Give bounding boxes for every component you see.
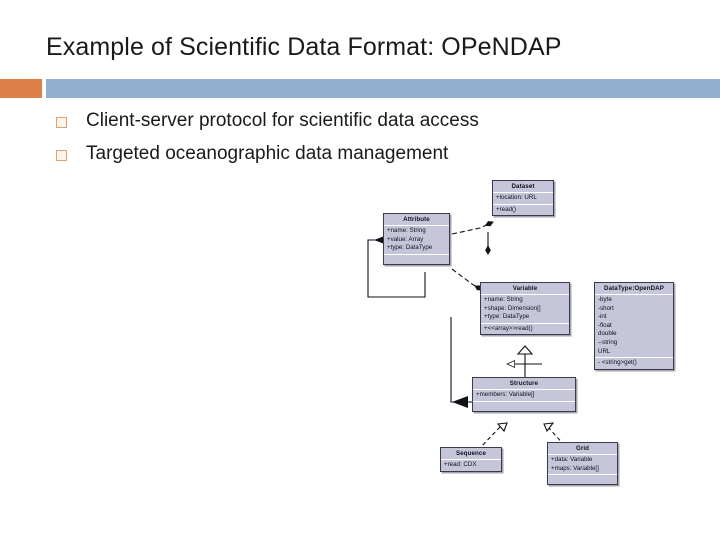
- uml-class-diagram: Dataset +location: URL +read() Attribute…: [360, 172, 700, 502]
- uml-attribute: -byte: [598, 296, 612, 303]
- uml-attributes: +members: Variable[]: [473, 390, 575, 402]
- uml-attribute: +data: Variable: [551, 456, 593, 463]
- square-bullet-icon: [56, 150, 67, 161]
- uml-methods: [548, 475, 617, 484]
- uml-attribute: +type: DataType: [484, 313, 530, 321]
- page-title: Example of Scientific Data Format: OPeND…: [46, 33, 562, 61]
- uml-class-name: DataType:OpenDAP: [595, 283, 673, 295]
- uml-method: [476, 403, 572, 410]
- accent-bar-blue: [46, 79, 720, 98]
- uml-class-name: Variable: [481, 283, 569, 295]
- list-item: Client-server protocol for scientific da…: [56, 108, 676, 141]
- uml-attributes: +name: String +value: Array +type: DataT…: [384, 226, 449, 255]
- uml-methods: [384, 255, 449, 264]
- uml-attributes: +name: String +shape: Dimension[] +type:…: [481, 295, 569, 324]
- uml-class-name: Grid: [548, 443, 617, 455]
- uml-attribute: -float: [598, 321, 612, 329]
- uml-attribute: +value: Array: [387, 235, 424, 243]
- list-item-label: Client-server protocol for scientific da…: [86, 110, 479, 131]
- uml-attribute: +name: String: [387, 227, 426, 234]
- uml-attribute: +maps: Variable[]: [551, 464, 599, 472]
- uml-attribute: +read: CDX: [444, 461, 477, 468]
- uml-attribute: --string: [598, 338, 618, 346]
- uml-attribute: URL: [598, 347, 611, 355]
- uml-class-name: Dataset: [493, 181, 553, 193]
- uml-class-structure[interactable]: Structure +members: Variable[]: [472, 377, 576, 412]
- uml-method: [551, 476, 614, 483]
- uml-attributes: +read: CDX: [441, 460, 501, 471]
- uml-method: [387, 256, 446, 263]
- square-bullet-icon: [56, 117, 67, 128]
- uml-attributes: +location: URL: [493, 193, 553, 205]
- uml-class-sequence[interactable]: Sequence +read: CDX: [440, 447, 502, 472]
- uml-class-attribute[interactable]: Attribute +name: String +value: Array +t…: [383, 213, 450, 265]
- uml-class-name: Structure: [473, 378, 575, 390]
- uml-attribute: +name: String: [484, 296, 523, 303]
- uml-attribute: -int: [598, 313, 607, 321]
- uml-methods: - <string>get(): [595, 358, 673, 369]
- uml-class-variable[interactable]: Variable +name: String +shape: Dimension…: [480, 282, 570, 336]
- uml-attribute: double: [598, 330, 617, 338]
- uml-methods: +<<array>>read(): [481, 324, 569, 335]
- uml-method: +<<array>>read(): [484, 324, 533, 332]
- uml-class-dataset[interactable]: Dataset +location: URL +read(): [492, 180, 554, 217]
- uml-class-datatype[interactable]: DataType:OpenDAP -byte -short -int -floa…: [594, 282, 674, 370]
- uml-method: +read(): [496, 205, 517, 213]
- uml-attributes: -byte -short -int -float double --string…: [595, 295, 673, 359]
- uml-attribute: +type: DataType: [387, 244, 433, 252]
- uml-attribute: +location: URL: [496, 194, 537, 201]
- uml-methods: [473, 402, 575, 411]
- uml-attributes: +data: Variable +maps: Variable[]: [548, 455, 617, 476]
- bullet-list: Client-server protocol for scientific da…: [56, 108, 676, 174]
- list-item-label: Targeted oceanographic data management: [86, 143, 449, 164]
- uml-attribute: +shape: Dimension[]: [484, 304, 541, 312]
- uml-attribute: -short: [598, 304, 614, 312]
- list-item: Targeted oceanographic data management: [56, 141, 676, 174]
- uml-attribute: +members: Variable[]: [476, 391, 535, 398]
- uml-class-name: Attribute: [384, 214, 449, 226]
- uml-method: - <string>get(): [598, 359, 637, 367]
- uml-class-name: Sequence: [441, 448, 501, 460]
- accent-bar-orange: [0, 79, 42, 98]
- uml-methods: +read(): [493, 205, 553, 216]
- uml-class-grid[interactable]: Grid +data: Variable +maps: Variable[]: [547, 442, 618, 486]
